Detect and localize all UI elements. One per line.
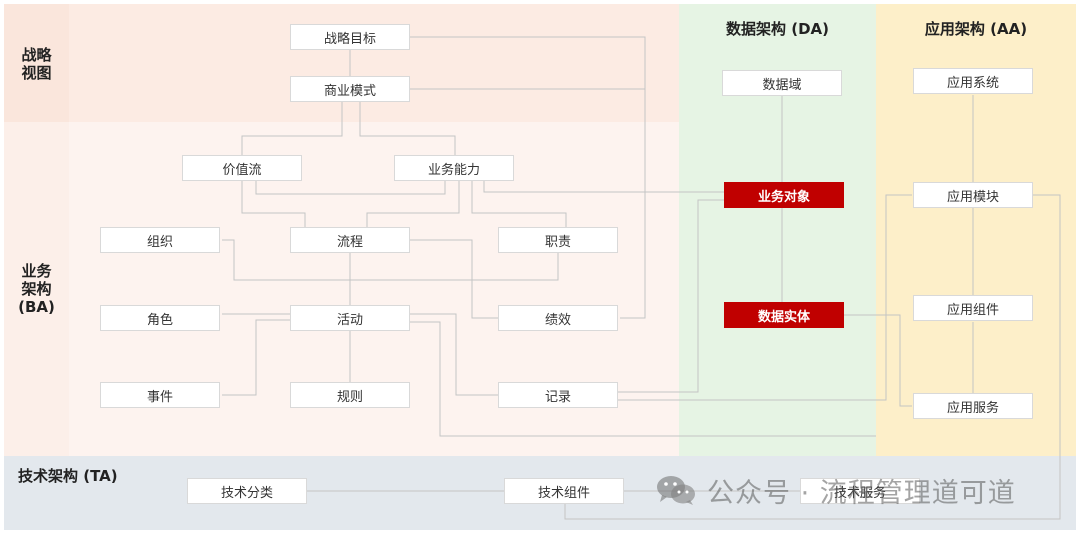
value-stream-box: 价值流: [182, 155, 302, 181]
business-architecture-label: 业务 架构 (BA): [18, 262, 55, 316]
tech-service-box: 技术服务: [800, 478, 920, 504]
application-system-box: 应用系统: [913, 68, 1033, 94]
connector: [366, 181, 460, 227]
connector: [255, 181, 446, 195]
strategic-goal-box: 战略目标: [290, 24, 410, 50]
application-module-box: 应用模块: [913, 182, 1033, 208]
tech-component-box: 技术组件: [504, 478, 624, 504]
application-service-box: 应用服务: [913, 393, 1033, 419]
strategy-lane-label-cell: [4, 4, 69, 122]
watermark: 公众号 · 流程管理道可道: [655, 472, 1016, 509]
record-box: 记录: [498, 382, 618, 408]
rule-box: 规则: [290, 382, 410, 408]
business-capability-box: 业务能力: [394, 155, 514, 181]
connector: [410, 313, 498, 396]
role-box: 角色: [100, 305, 220, 331]
performance-box: 绩效: [498, 305, 618, 331]
process-box: 流程: [290, 227, 410, 253]
connector: [241, 102, 343, 155]
connector: [842, 314, 912, 407]
connector: [410, 321, 876, 437]
application-architecture-header: 应用架构 (AA): [924, 20, 1028, 38]
connector: [359, 102, 456, 155]
connector: [618, 194, 912, 401]
watermark-text: 公众号 · 流程管理道可道: [707, 477, 1016, 509]
activity-box: 活动: [290, 305, 410, 331]
strategy-view-label: 战略 视图: [21, 46, 52, 82]
connector: [471, 181, 567, 227]
business-model-box: 商业模式: [290, 76, 410, 102]
connector: [410, 239, 498, 319]
connector: [483, 181, 724, 193]
event-box: 事件: [100, 382, 220, 408]
responsibility-box: 职责: [498, 227, 618, 253]
application-component-box: 应用组件: [913, 295, 1033, 321]
tech-architecture-label: 技术架构 (TA): [18, 467, 118, 485]
connector: [618, 199, 724, 393]
connector: [564, 194, 1061, 520]
business-object-box: 业务对象: [724, 182, 844, 208]
tech-category-box: 技术分类: [187, 478, 307, 504]
connector: [241, 181, 306, 227]
data-architecture-header: 数据架构 (DA): [726, 20, 829, 38]
organization-box: 组织: [100, 227, 220, 253]
data-entity-box: 数据实体: [724, 302, 844, 328]
connector: [410, 36, 646, 319]
business-lane-label-cell: [4, 122, 69, 456]
connector: [222, 319, 290, 396]
wechat-icon: [657, 476, 695, 505]
connector: [222, 239, 559, 281]
data-domain-box: 数据域: [722, 70, 842, 96]
